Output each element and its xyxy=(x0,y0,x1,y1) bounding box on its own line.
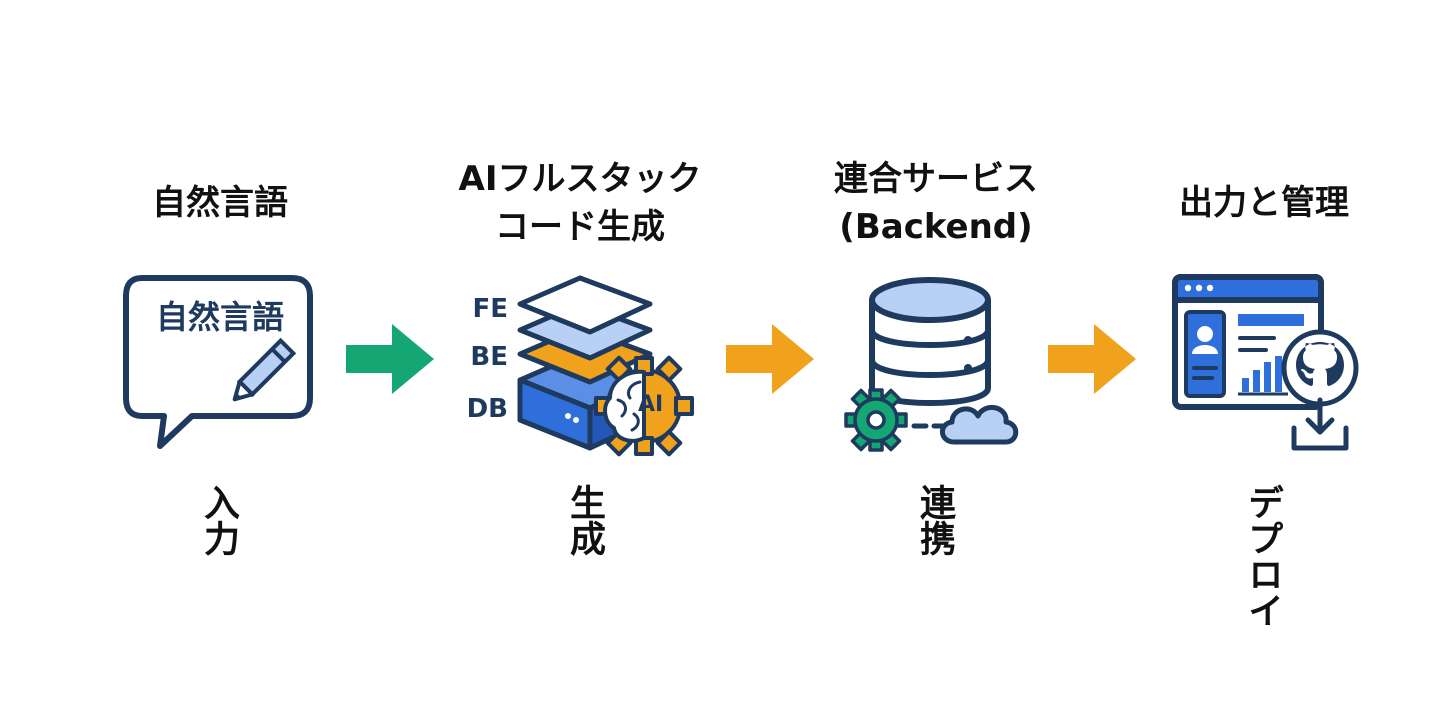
arrow-right-icon-green xyxy=(346,324,434,394)
step1-title: 自然言語 xyxy=(152,183,288,223)
step4-label: デプロイ xyxy=(1242,484,1283,628)
arrow-right-icon-orange-2 xyxy=(1048,324,1136,394)
ai-badge-text: AI xyxy=(638,392,664,417)
layer-label-db: DB xyxy=(466,394,508,424)
step2-title-line1: AIフルスタック xyxy=(458,159,702,199)
layer-label-be: BE xyxy=(470,342,508,372)
dashboard-github-download-icon xyxy=(1172,274,1359,451)
step3-title-line2: (Backend) xyxy=(839,207,1033,247)
step1-label: 入力 xyxy=(198,484,239,556)
database-gear-cloud-icon xyxy=(844,277,1019,452)
speech-bubble-pencil-icon xyxy=(123,275,313,449)
step2-label: 生成 xyxy=(564,484,605,556)
step3-label: 連携 xyxy=(914,484,955,556)
step4-title: 出力と管理 xyxy=(1179,183,1349,223)
arrow-right-icon-orange xyxy=(726,324,814,394)
layered-stack-ai-icon xyxy=(517,275,694,457)
layer-label-fe: FE xyxy=(472,294,508,324)
step3-title-line1: 連合サービス xyxy=(834,159,1038,199)
step2-title-line2: コード生成 xyxy=(495,207,665,247)
bubble-text: 自然言語 xyxy=(155,298,284,336)
